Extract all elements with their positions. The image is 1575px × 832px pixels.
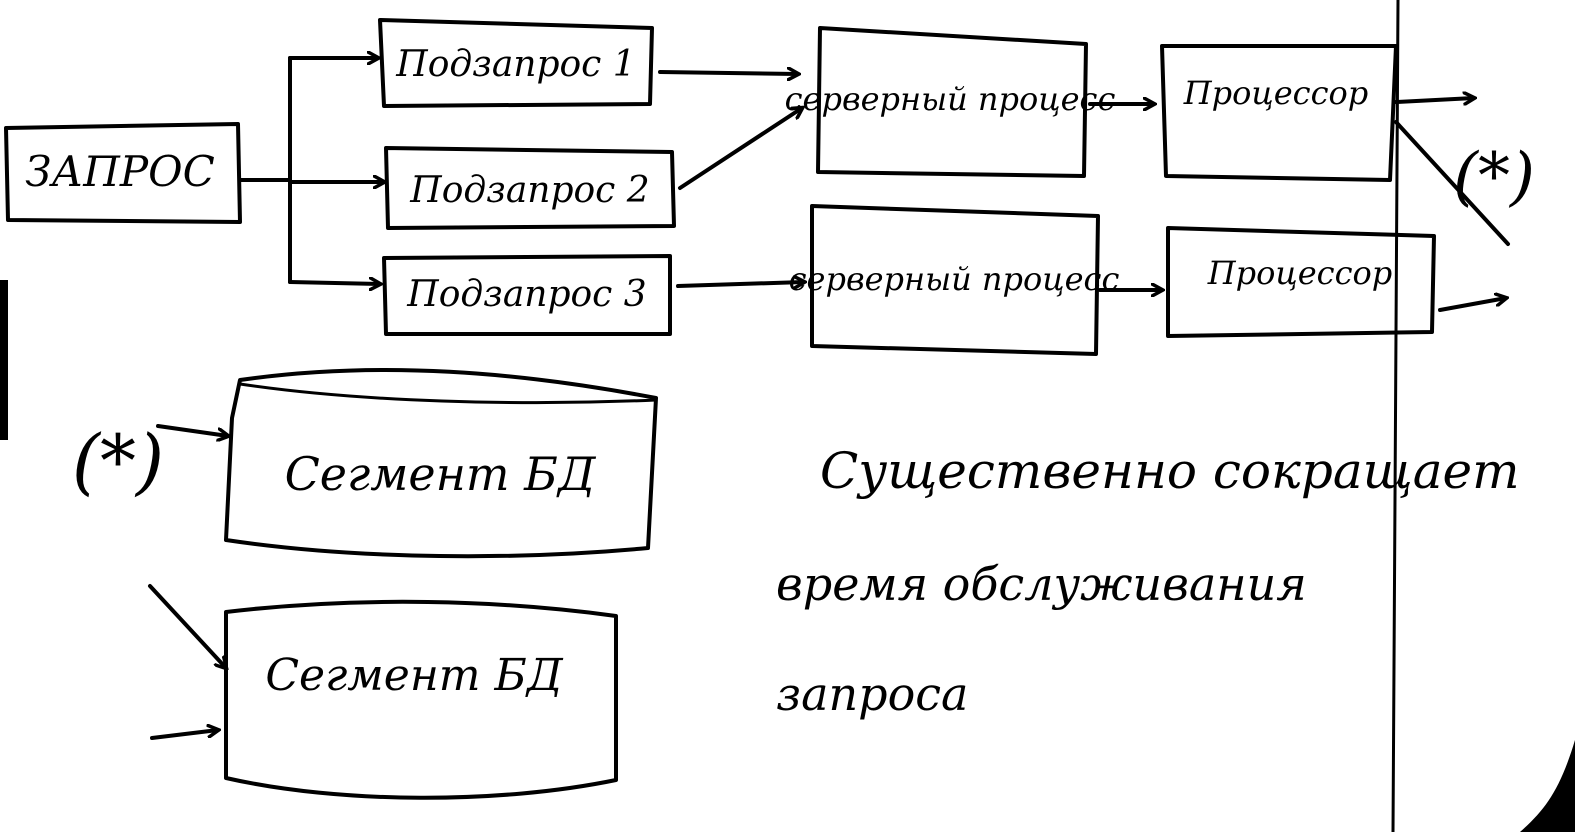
subrequest-label-2: Подзапрос 2: [409, 170, 649, 211]
server-process-label-1: серверный процесс: [785, 80, 1116, 118]
processor-node-2: Процессор: [1166, 226, 1436, 338]
server-process-label-2: серверный процесс: [789, 260, 1120, 298]
left-edge-shadow: [0, 280, 8, 440]
processor-label-2: Процессор: [1207, 254, 1393, 292]
request-branch-connectors: [238, 58, 384, 284]
db-segment-label-2: Сегмент БД: [265, 650, 563, 701]
processor-node-1: Процессор: [1160, 44, 1398, 182]
processor-output-arrows: [1394, 98, 1508, 312]
subrequest-node-1: Подзапрос 1: [378, 18, 654, 108]
db-segment-node-1: Сегмент БД: [224, 368, 658, 559]
server-to-processor-arrows: [1088, 104, 1162, 290]
page-margin-line: [1391, 0, 1400, 832]
server-process-node-1: серверный процесс: [785, 26, 1116, 178]
subrequest-to-server-arrows: [658, 72, 804, 286]
processor-label-1: Процессор: [1183, 74, 1369, 112]
db-segment-node-2: Сегмент БД: [224, 599, 618, 800]
connector-mark-label-left: (*): [72, 419, 164, 503]
request-label: ЗАПРОС: [25, 147, 214, 196]
server-process-node-2: серверный процесс: [789, 204, 1120, 356]
request-node: ЗАПРОС: [4, 122, 242, 224]
subrequest-node-3: Подзапрос 3: [382, 254, 672, 336]
db-segment-label-1: Сегмент БД: [285, 447, 597, 501]
subrequest-node-2: Подзапрос 2: [384, 146, 676, 230]
subrequest-label-1: Подзапрос 1: [395, 44, 635, 85]
note-line-3: запроса: [776, 667, 968, 721]
page-corner-edge: [1520, 740, 1575, 832]
note-text: Существенно сокращает время обслуживания…: [776, 442, 1520, 721]
subrequest-label-3: Подзапрос 3: [406, 274, 646, 315]
segment-2-incoming-arrows: [148, 584, 226, 740]
connector-mark-left: (*): [72, 419, 164, 503]
connector-mark-label-right: (*): [1453, 140, 1535, 214]
note-line-2: время обслуживания: [776, 557, 1307, 611]
connector-to-segment-arrow: [156, 424, 228, 436]
note-line-1: Существенно сокращает: [820, 442, 1520, 500]
connector-mark-right: (*): [1453, 140, 1535, 214]
